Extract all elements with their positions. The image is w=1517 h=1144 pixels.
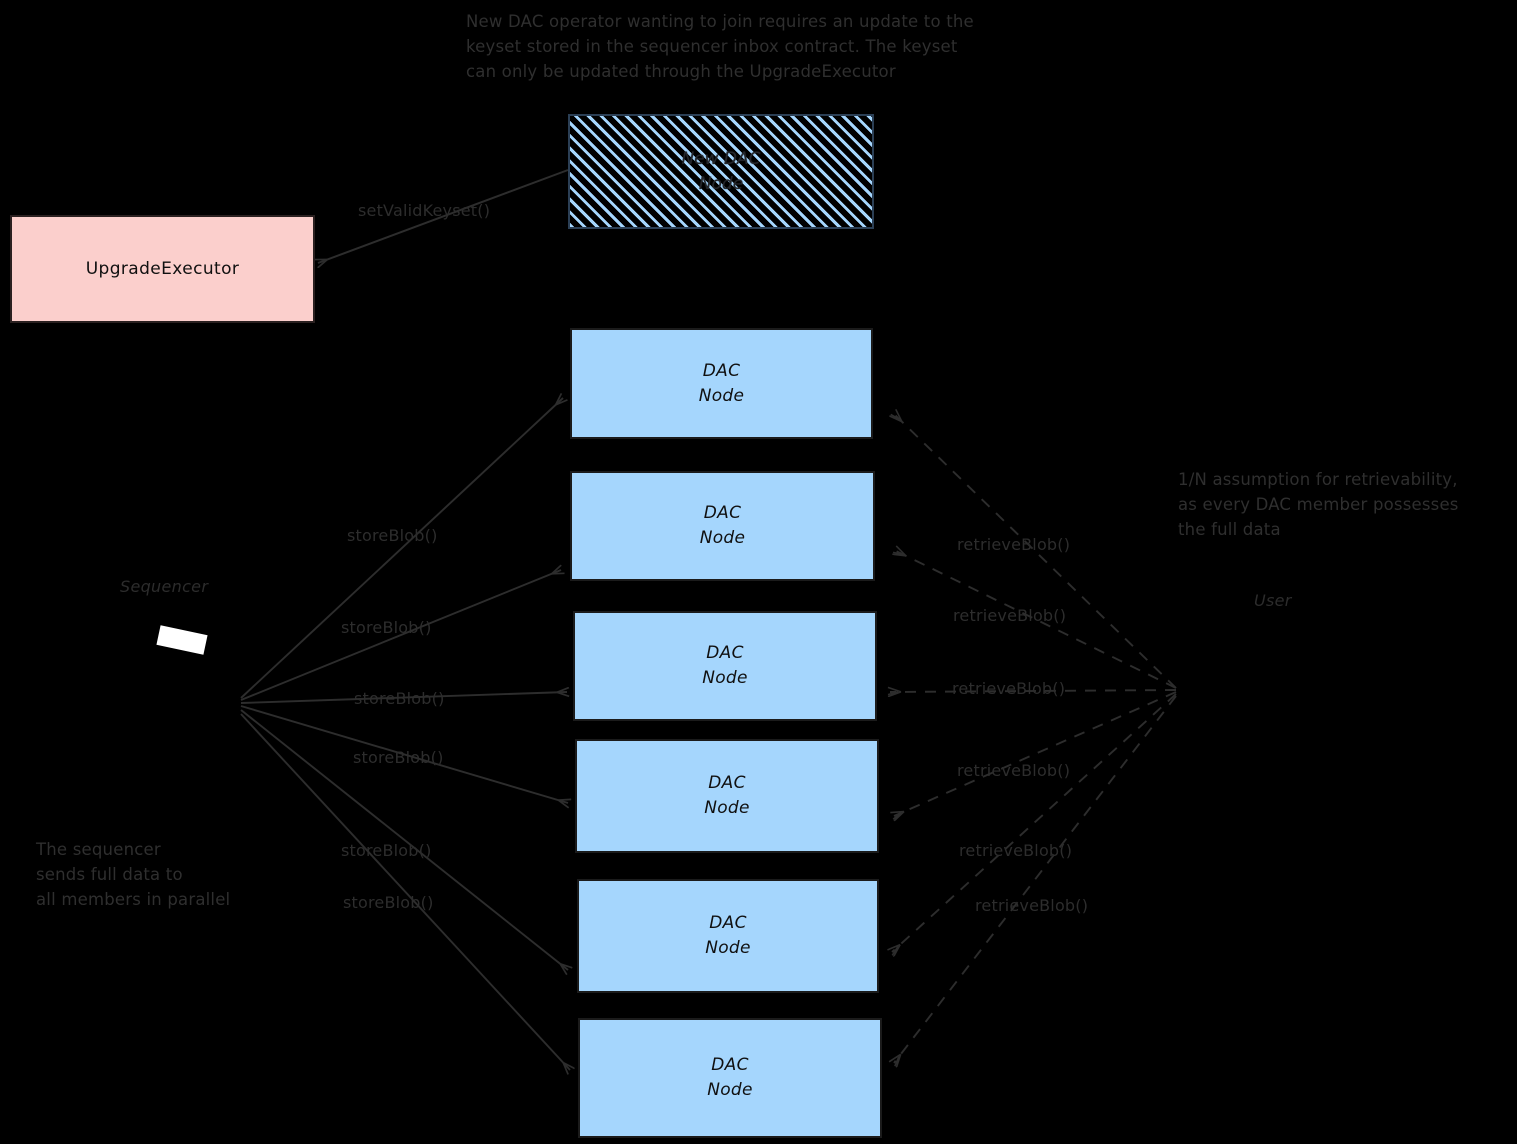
dac-node-4-label-line1: DAC — [708, 773, 746, 794]
upgrade-executor-box[interactable]: UpgradeExecutor — [10, 215, 315, 323]
arrow-retrieve-blob-6 — [894, 695, 1177, 1063]
user-icon — [1248, 625, 1308, 695]
note-retrievability: 1/N assumption for retrievability, as ev… — [1178, 470, 1459, 539]
arrow-retrieve-blob-4 — [894, 691, 1177, 816]
new-dac-node-box[interactable]: New DAC Node — [568, 114, 874, 229]
dac-node-6-label-line2: Node — [707, 1080, 753, 1100]
arrow-store-blob-1 — [240, 398, 563, 699]
edge-label-retrieve-blob-2: retrieveBlob() — [953, 606, 1067, 625]
edge-label-retrieve-blob-3: retrieveBlob() — [952, 679, 1066, 698]
note-sequencer-parallel: The sequencer sends full data to all mem… — [36, 840, 231, 909]
dac-node-4-label-line2: Node — [704, 798, 750, 818]
dac-node-6-label-line1: DAC — [711, 1055, 749, 1076]
dac-node-3-label-line2: Node — [702, 668, 748, 688]
edge-label-retrieve-blob-6: retrieveBlob() — [975, 896, 1089, 915]
edge-label-store-blob-3: storeBlob() — [354, 689, 445, 708]
note-new-operator: New DAC operator wanting to join require… — [466, 12, 974, 81]
sequencer-label: Sequencer — [120, 577, 209, 596]
dac-node-box-6[interactable]: DAC Node — [578, 1018, 882, 1138]
dac-node-box-2[interactable]: DAC Node — [570, 471, 875, 581]
edge-label-retrieve-blob-1: retrieveBlob() — [957, 535, 1071, 554]
dac-node-box-1[interactable]: DAC Node — [570, 328, 873, 439]
edge-label-retrieve-blob-5: retrieveBlob() — [959, 841, 1073, 860]
edge-label-store-blob-1: storeBlob() — [347, 526, 438, 545]
new-dac-node-label-line2: Node — [698, 173, 744, 194]
dac-node-box-5[interactable]: DAC Node — [577, 879, 879, 993]
new-dac-node-label-line1: New DAC — [681, 148, 761, 169]
dac-node-box-3[interactable]: DAC Node — [573, 611, 877, 721]
edge-label-store-blob-2: storeBlob() — [341, 618, 432, 637]
edge-label-set-valid-keyset: setValidKeyset() — [358, 201, 491, 220]
edge-label-retrieve-blob-4: retrieveBlob() — [957, 761, 1071, 780]
dac-node-2-label-line2: Node — [699, 528, 746, 548]
dac-node-3-label-line1: DAC — [706, 643, 744, 664]
dac-node-1-label-line1: DAC — [702, 360, 741, 381]
edge-label-store-blob-5: storeBlob() — [341, 841, 432, 860]
dac-node-5-label-line2: Node — [705, 938, 751, 958]
edge-label-store-blob-4: storeBlob() — [353, 748, 444, 767]
sequencer-icon — [156, 625, 208, 655]
dac-node-1-label-line2: Node — [698, 385, 745, 406]
dac-node-2-label-line1: DAC — [703, 503, 742, 524]
user-label: User — [1254, 591, 1292, 610]
edge-label-store-blob-6: storeBlob() — [343, 893, 434, 912]
dac-node-5-label-line1: DAC — [709, 913, 747, 934]
dac-node-box-4[interactable]: DAC Node — [575, 739, 879, 853]
upgrade-executor-label: UpgradeExecutor — [85, 259, 240, 279]
